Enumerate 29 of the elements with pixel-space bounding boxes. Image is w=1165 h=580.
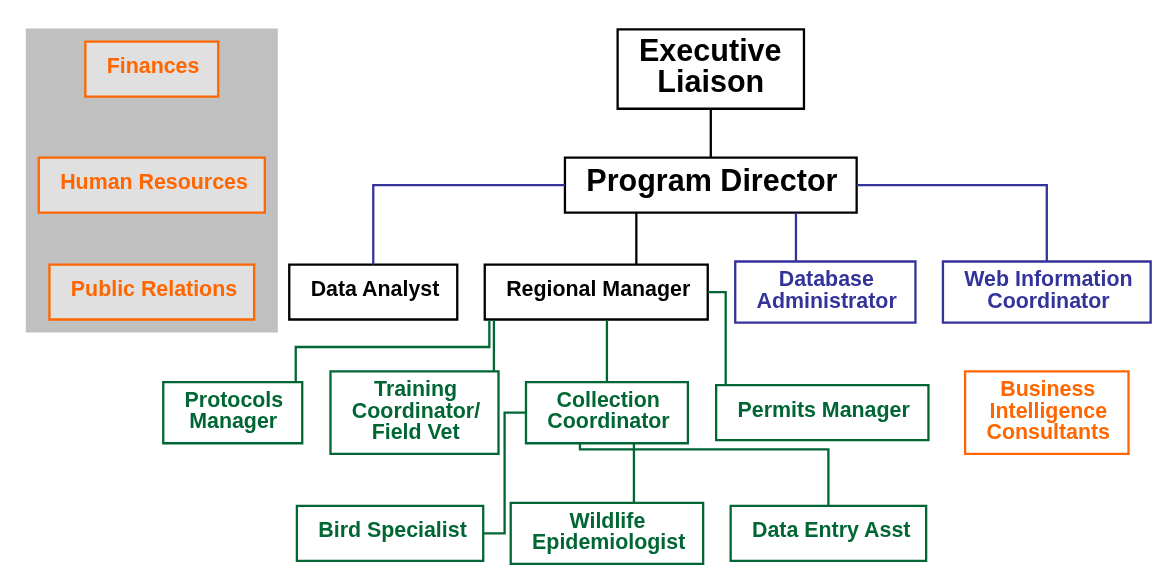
node-box: Data Analyst bbox=[288, 262, 459, 321]
connector bbox=[856, 183, 1048, 261]
node-box: Human Resources bbox=[37, 155, 266, 214]
node-box: Public Relations bbox=[48, 262, 256, 321]
node-box: Regional Manager bbox=[483, 262, 709, 321]
node-box: Web Information Coordinator bbox=[941, 259, 1152, 324]
node-box: Program Director bbox=[563, 155, 858, 214]
cluster bbox=[25, 28, 278, 332]
node-box: Executive Liaison bbox=[616, 27, 806, 110]
node-box: Finances bbox=[84, 39, 220, 98]
node-box: Protocols Manager bbox=[162, 380, 304, 444]
node-box: Permits Manager bbox=[715, 383, 930, 441]
node-box: Collection Coordinator bbox=[524, 380, 690, 444]
connector bbox=[635, 212, 638, 264]
node-box: Wildlife Epidemiologist bbox=[509, 501, 705, 565]
connector bbox=[632, 443, 636, 503]
connector bbox=[794, 212, 798, 261]
node-box: Business Intelligence Consultants bbox=[963, 369, 1130, 455]
node-box: Database Administrator bbox=[734, 259, 917, 324]
connector bbox=[294, 319, 491, 382]
node-box: Bird Specialist bbox=[295, 504, 485, 562]
node-box: Data Entry Asst bbox=[729, 504, 928, 562]
connector bbox=[483, 411, 526, 534]
connector bbox=[492, 319, 496, 371]
connector bbox=[578, 443, 830, 506]
connector bbox=[372, 183, 565, 264]
connector bbox=[605, 319, 609, 382]
node-box: Training Coordinator/ Field Vet bbox=[329, 369, 500, 455]
connector bbox=[709, 108, 712, 158]
